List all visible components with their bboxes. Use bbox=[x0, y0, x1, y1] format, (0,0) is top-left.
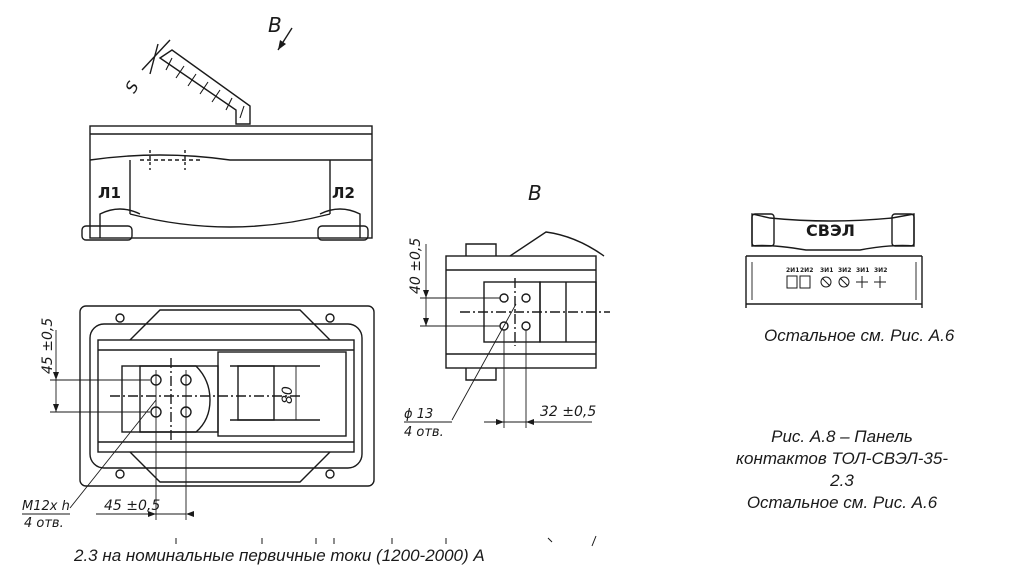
terminal-label: 3И1 bbox=[856, 267, 869, 274]
label-s: S bbox=[121, 78, 143, 96]
hole-label-line1: ϕ 13 bbox=[404, 407, 433, 422]
view-label-top: B bbox=[268, 13, 282, 37]
figure-caption: Рис. А.8 – Панель контактов ТОЛ-СВЭЛ-35-… bbox=[706, 426, 978, 514]
terminal-label: 2И1 bbox=[786, 267, 799, 274]
view-label-side: B bbox=[528, 181, 542, 205]
dim-45-horizontal: 45 ±0,5 bbox=[104, 498, 160, 514]
terminal-label: 3И2 bbox=[874, 267, 887, 274]
figure-caption-line2: контактов ТОЛ-СВЭЛ-35- bbox=[735, 449, 949, 468]
panel-brand: СВЭЛ bbox=[806, 221, 855, 240]
terminal-label: 3И1 bbox=[820, 267, 833, 274]
top-view: 45 ±0,5 80 45 ±0,5 M12x h 4 отв. bbox=[22, 305, 375, 531]
see-also-caption-2: Остальное см. Рис. А.6 bbox=[746, 493, 938, 512]
view-b: B 40 ±0,5 32 ±0,5 ϕ 13 4 отв. bbox=[404, 181, 610, 440]
bolt-label-line1: M12x h bbox=[22, 499, 70, 514]
hole-label-line2: 4 отв. bbox=[404, 425, 444, 440]
terminal-label: 2И2 bbox=[800, 267, 813, 274]
dim-40: 40 ±0,5 bbox=[408, 238, 424, 294]
contact-panel: СВЭЛ 2И1 2И2 3И1 3И2 3И1 3И2 bbox=[745, 213, 923, 308]
panel-terminal-labels: 2И1 2И2 3И1 3И2 3И1 3И2 bbox=[786, 267, 887, 274]
front-view: B S Л1 Л2 bbox=[81, 13, 373, 241]
figure-caption-line1: Рис. А.8 – Панель bbox=[771, 427, 913, 446]
terminal-label: 3И2 bbox=[838, 267, 851, 274]
dim-45-vertical: 45 ±0,5 bbox=[40, 318, 56, 374]
dim-32: 32 ±0,5 bbox=[540, 404, 596, 420]
see-also-caption-1: Остальное см. Рис. А.6 bbox=[764, 326, 955, 345]
terminal-l1-label: Л1 bbox=[98, 184, 121, 202]
dim-80: 80 bbox=[280, 386, 296, 404]
bottom-caption: 2.3 на номинальные первичные токи (1200-… bbox=[74, 546, 485, 565]
terminal-l2-label: Л2 bbox=[332, 184, 355, 202]
stray-marks bbox=[175, 535, 597, 547]
figure-caption-line3: 2.3 bbox=[830, 471, 854, 490]
bolt-label-line2: 4 отв. bbox=[24, 516, 64, 531]
